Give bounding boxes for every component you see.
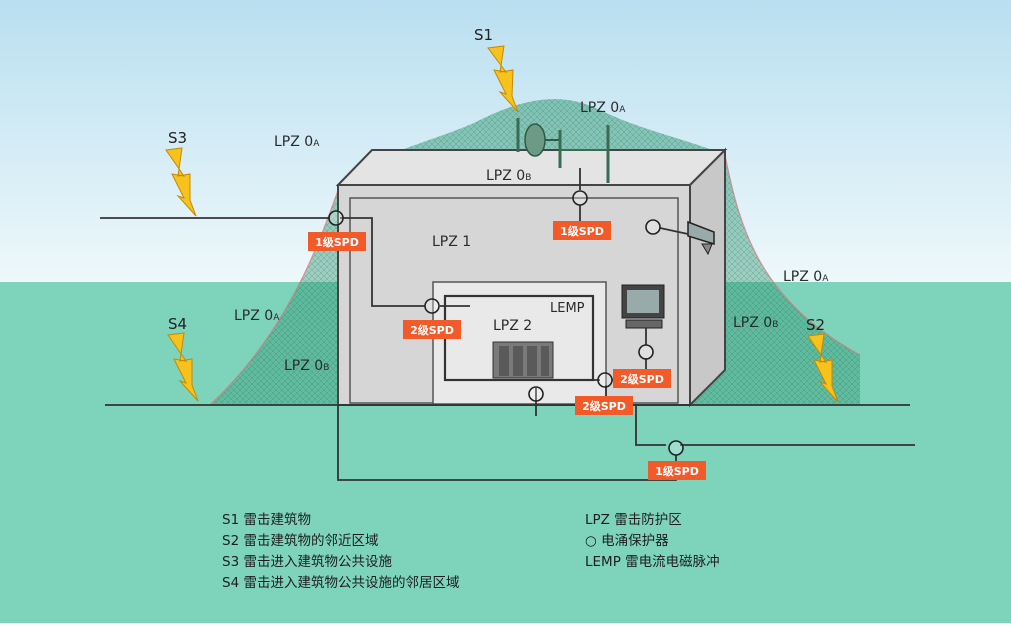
shield-edge-right [724, 154, 861, 356]
svg-text:2级SPD: 2级SPD [620, 372, 664, 386]
surge-protector-icon [572, 190, 588, 206]
wall-camera [687, 220, 715, 256]
legend-item: S2 雷击建筑物的邻近区域 [222, 533, 378, 549]
strike-label-s3: S3 [168, 129, 187, 147]
spd-tag-level1-left: 1级SPD [308, 232, 366, 251]
zone-label-lpz0a-left: LPZ 0A [274, 134, 320, 150]
svg-text:1级SPD: 1级SPD [560, 224, 604, 238]
lightning-bolt-icon [807, 333, 839, 403]
surge-protector-icon [668, 440, 684, 456]
legend-item: LEMP 雷电流电磁脉冲 [585, 554, 720, 570]
svg-text:1级SPD: 1级SPD [315, 235, 359, 249]
svg-text:2级SPD: 2级SPD [582, 399, 626, 413]
legend-item: S3 雷击进入建筑物公共设施 [222, 554, 392, 570]
server-rack [492, 341, 554, 379]
legend-right: LPZ 雷击防护区 ○ 电涌保护器 LEMP 雷电流电磁脉冲 [585, 512, 720, 570]
zone-label-lpz0a-right: LPZ 0A [783, 269, 829, 285]
zone-label-lpz0b-roof: LPZ 0B [486, 168, 531, 184]
spd-tag-level2-right: 2级SPD [613, 369, 671, 388]
zone-label-lpz2: LPZ 2 [493, 318, 532, 334]
zone-label-lemp: LEMP [550, 301, 585, 316]
surge-protector-icon [328, 210, 344, 226]
zone-label-lpz0a-ground-left: LPZ 0A [234, 308, 280, 324]
legend-item: ○ 电涌保护器 [585, 533, 669, 549]
lightning-bolt-icon [167, 332, 199, 402]
legend-item: LPZ 雷击防护区 [585, 512, 682, 528]
legend-left: S1 雷击建筑物 S2 雷击建筑物的邻近区域 S3 雷击进入建筑物公共设施 S4… [222, 512, 459, 591]
spd-tag-level1-bottom: 1级SPD [648, 461, 706, 480]
zone-label-lpz1: LPZ 1 [432, 234, 471, 250]
lightning-bolt-icon [487, 45, 519, 113]
strike-label-s1: S1 [474, 26, 493, 44]
spd-tag-level1-roof: 1级SPD [553, 221, 611, 240]
legend-item: S4 雷击进入建筑物公共设施的邻居区域 [222, 575, 459, 591]
spd-tag-level2-left: 2级SPD [403, 320, 461, 339]
rooftop-antennas [516, 118, 610, 183]
legend-item: S1 雷击建筑物 [222, 512, 311, 528]
computer-terminal [621, 284, 665, 329]
lightning-bolt-icon [165, 147, 197, 217]
zone-label-lpz0b-ground-left: LPZ 0B [284, 358, 329, 374]
surge-protector-icon [424, 298, 440, 314]
shield-edge-left [209, 184, 341, 406]
zone-label-lpz0b-right: LPZ 0B [733, 315, 778, 331]
surge-protector-icon [638, 344, 654, 360]
surge-protector-icon [528, 386, 544, 402]
zone-label-lpz0a-top: LPZ 0A [580, 100, 626, 116]
strike-label-s2: S2 [806, 316, 825, 334]
building-side [689, 147, 726, 408]
strike-label-s4: S4 [168, 315, 187, 333]
surge-protector-icon [597, 372, 613, 388]
svg-text:1级SPD: 1级SPD [655, 464, 699, 478]
surge-protector-icon [645, 219, 661, 235]
svg-text:2级SPD: 2级SPD [410, 323, 454, 337]
spd-tag-level2-bottom: 2级SPD [575, 396, 633, 415]
